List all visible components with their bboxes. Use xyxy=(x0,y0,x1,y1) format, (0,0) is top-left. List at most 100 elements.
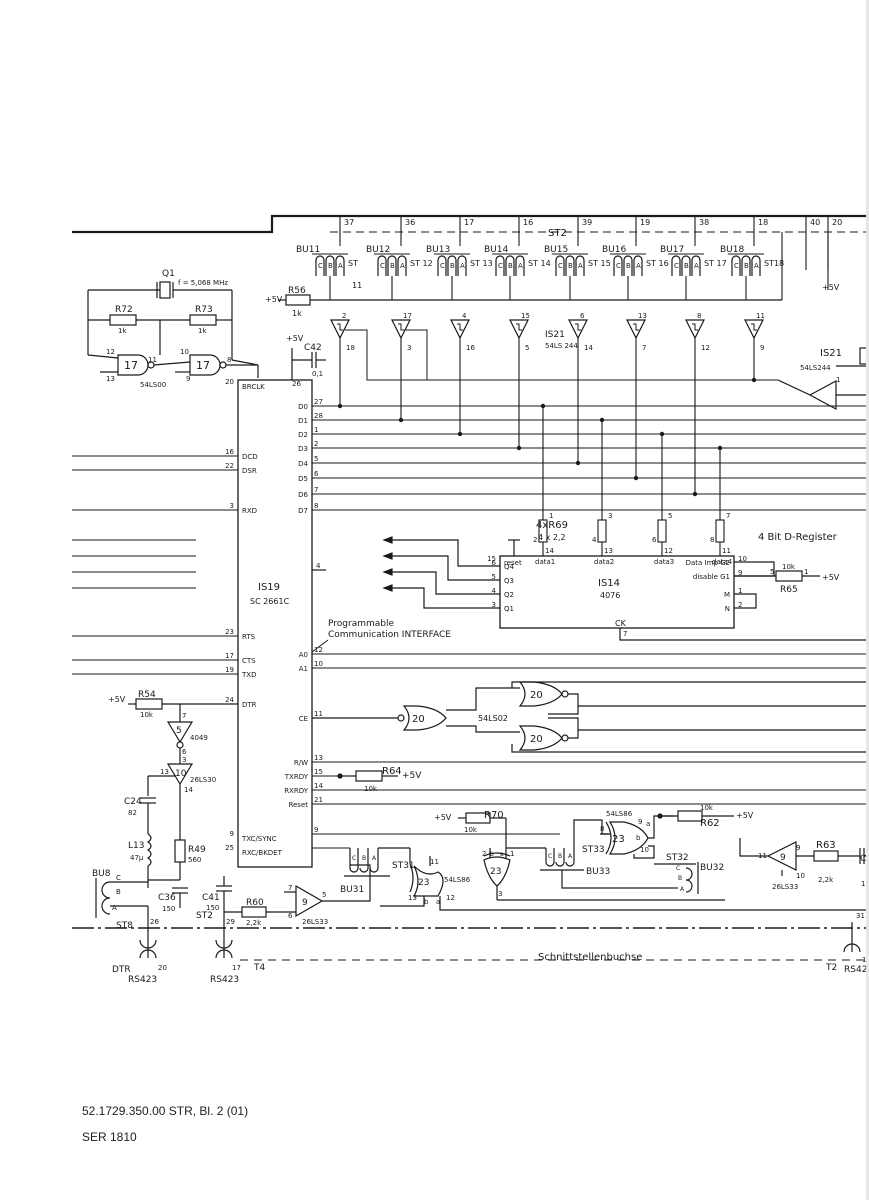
buffer-in-pin: 8 xyxy=(697,312,701,320)
r69-element xyxy=(657,519,667,543)
g10-name: 10 xyxy=(175,769,187,779)
jumper-label: BU12 xyxy=(366,245,390,255)
st32-a: A xyxy=(680,886,685,893)
buffer-4: 155 xyxy=(509,312,530,352)
buffer-symbol xyxy=(568,319,588,339)
jumper-letter-b: B xyxy=(626,262,631,270)
r69-junction xyxy=(717,445,723,451)
is19-pin-label-d5: D5 xyxy=(298,475,308,483)
xor23c-pin-b: 9 xyxy=(638,818,642,826)
gate17b: 17 xyxy=(196,359,210,372)
q1-label: Q1 xyxy=(162,269,175,279)
g5-name: 5 xyxy=(176,726,182,736)
st2-pin-40: 40 xyxy=(810,218,820,227)
is19-right-pins: D027D128D21D32D45D56D67D78A012A110CE11R/… xyxy=(284,398,869,834)
buffer-3: 416 xyxy=(450,312,475,352)
r63-name: R63 xyxy=(816,840,836,851)
is19-pin-label-rxrdy: RXRDY xyxy=(284,787,309,795)
is19-pin-num: 21 xyxy=(314,796,323,804)
r65-name: R65 xyxy=(780,585,798,595)
is14-pin-num: 2 xyxy=(738,601,742,609)
r56-value: 1k xyxy=(292,309,302,318)
jumper-letter-a: A xyxy=(338,262,343,270)
bottom-pin15: 15 xyxy=(862,956,869,964)
buffer-symbol xyxy=(509,319,529,339)
jumper-label: BU18 xyxy=(720,245,744,255)
is14-pin-label-right-1: disable G1 xyxy=(693,573,730,581)
bu8-letter-a: A xyxy=(112,904,117,912)
buffer-out-pin: 18 xyxy=(346,344,355,352)
st31-c: C xyxy=(352,855,356,862)
is19-pin-label-brclk: BRCLK xyxy=(242,383,265,391)
jumper-letter-c: C xyxy=(734,262,739,270)
bus-junction xyxy=(457,431,463,437)
r54-name: R54 xyxy=(138,690,156,700)
jumper-letter-a: A xyxy=(518,262,523,270)
r60-name: R60 xyxy=(246,898,264,908)
is19-pin-label-d7: D7 xyxy=(298,507,308,515)
r70-supply: +5V xyxy=(434,813,452,822)
is19-pin-label-d4: D4 xyxy=(298,460,308,468)
buffer-in-pin: 2 xyxy=(342,312,346,320)
nor20b: 20 xyxy=(530,690,543,701)
is14-pin-num: 4 xyxy=(492,587,497,595)
st33-c: C xyxy=(548,853,552,860)
r72-value: 1k xyxy=(118,327,127,335)
l13-name: L13 xyxy=(128,841,144,851)
is19-pin-label-d3: D3 xyxy=(298,445,308,453)
is19-pin-label-txd: TXD xyxy=(241,671,256,679)
r62-value: 10k xyxy=(700,804,714,812)
bus-junction xyxy=(398,417,404,423)
is14-ck: CK xyxy=(615,619,627,628)
oscillator-block xyxy=(87,281,259,378)
is19-pin-num: 20 xyxy=(225,378,234,386)
st32-label: ST32 xyxy=(666,853,689,863)
r69-pin-bottom: 2 xyxy=(533,536,537,544)
r56-supply: +5V xyxy=(265,295,283,304)
buffer-in-pin: 11 xyxy=(756,312,765,320)
xor23a-pin-b: 13 xyxy=(408,894,417,902)
is14-pin-label-right-0: Data Imp G2 xyxy=(686,559,730,567)
st32-b: B xyxy=(678,875,682,882)
r65-pin-a: 5 xyxy=(770,568,774,576)
st-pin-26: 26 xyxy=(150,918,159,926)
r69-junction xyxy=(659,431,665,437)
st-pin-20: 20 xyxy=(158,964,167,972)
buffer-6: 137 xyxy=(626,312,647,352)
is19-pin-num: 27 xyxy=(314,398,323,406)
xor23a-sub-b: b xyxy=(424,898,429,906)
r64-name: R64 xyxy=(382,766,402,777)
jumper-st-label: ST xyxy=(348,259,358,268)
st33-a: A xyxy=(568,853,573,860)
st2-pin-19: 19 xyxy=(640,218,650,227)
is21-type: 54LS 244 xyxy=(545,342,578,350)
st31-b: B xyxy=(362,855,366,862)
r65-value: 10k xyxy=(782,563,796,571)
st2-pin-17: 17 xyxy=(464,218,474,227)
is19-pin-num: 28 xyxy=(314,412,323,420)
jumper-st-label: ST 17 xyxy=(704,259,727,268)
is14-pin-num: 10 xyxy=(738,555,747,563)
bu31-label: BU31 xyxy=(340,885,364,895)
r73-value: 1k xyxy=(198,327,207,335)
st33-label: ST33 xyxy=(582,845,605,855)
jumper-letter-b: B xyxy=(328,262,333,270)
buffer-2: 173 xyxy=(391,312,412,352)
xor23a-name: 23 xyxy=(418,878,429,888)
is14-pin-num: 13 xyxy=(604,547,613,555)
is14-pin-num: 11 xyxy=(722,547,731,555)
gate17a: 17 xyxy=(124,359,138,372)
bu33-label: BU33 xyxy=(586,867,610,877)
r56-resistor xyxy=(278,294,782,306)
dtr-path xyxy=(128,698,238,908)
st2-top-label: ST2 xyxy=(548,228,567,239)
r64-supply: +5V xyxy=(402,771,422,781)
r70-xor23b xyxy=(458,812,725,901)
r54-supply: +5V xyxy=(108,695,126,704)
buffer-out-pin: 12 xyxy=(701,344,710,352)
r70-value: 10k xyxy=(464,826,478,834)
r60-value: 2,2k xyxy=(246,919,262,927)
